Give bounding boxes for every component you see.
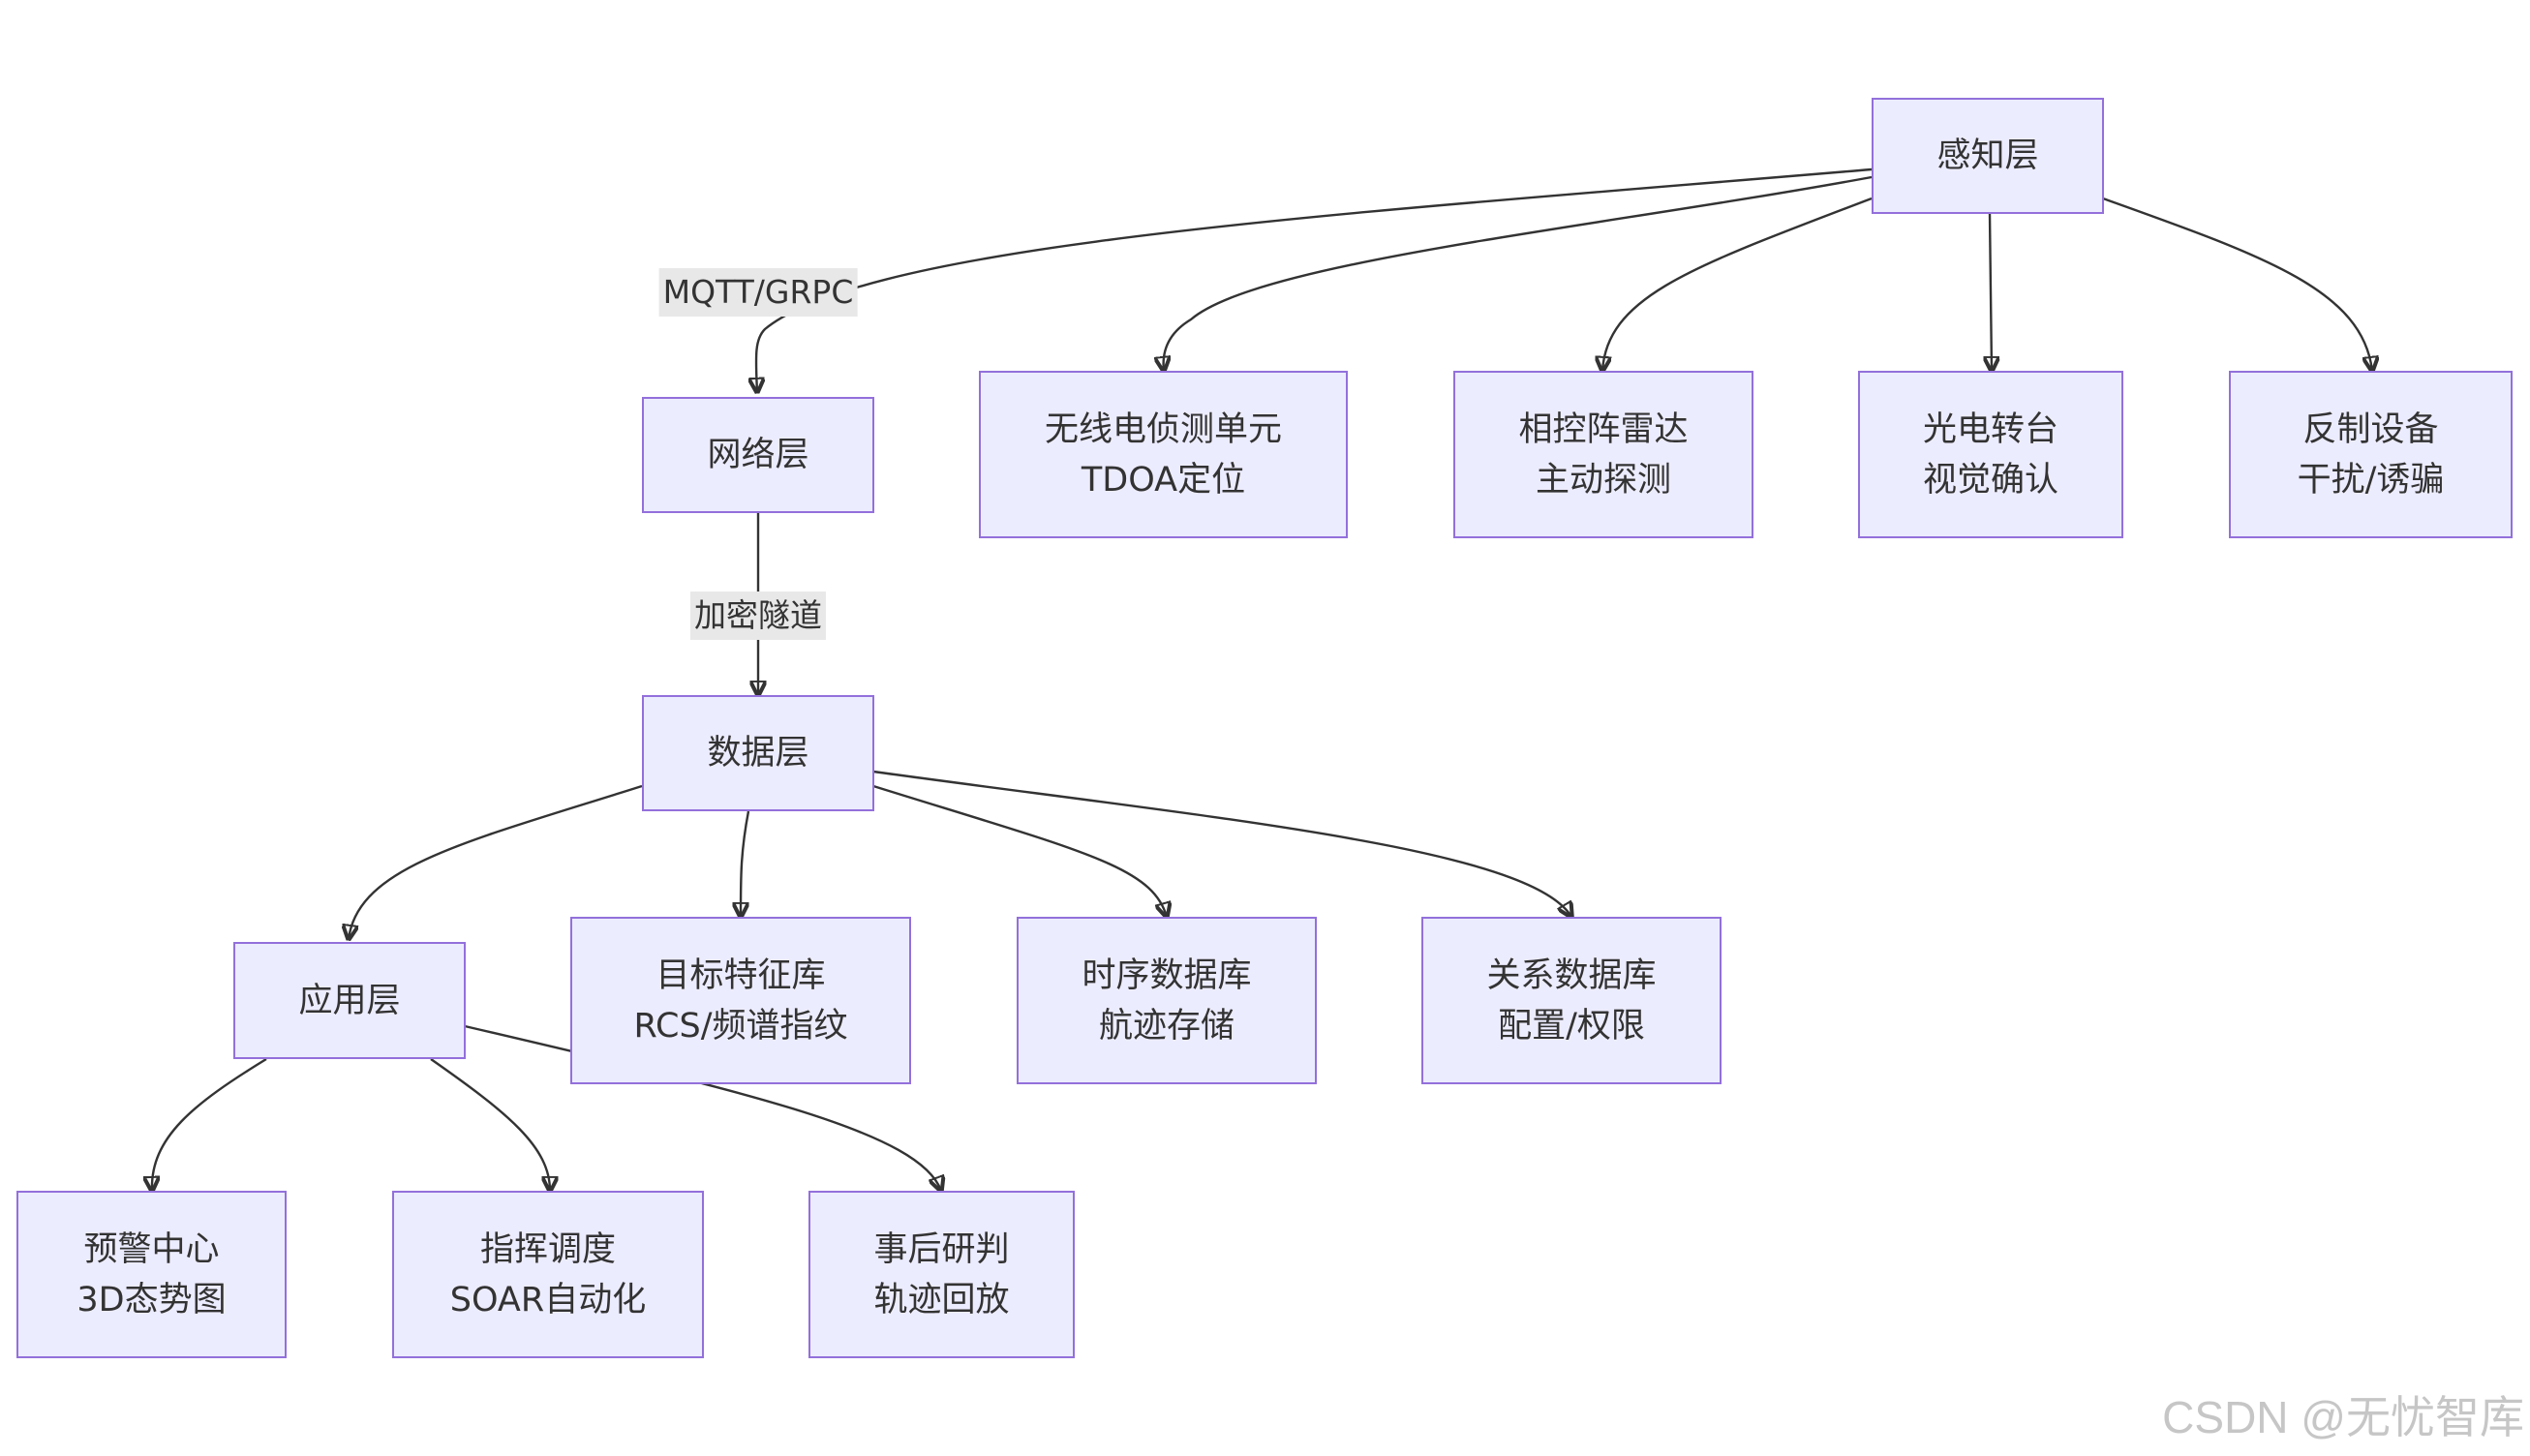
node-label: 无线电侦测单元: [1044, 410, 1282, 449]
node-sublabel: TDOA定位: [1081, 460, 1246, 500]
node-label: 相控阵雷达: [1518, 410, 1689, 449]
node-sublabel: 视觉确认: [1922, 460, 2058, 500]
edge-perception-radio: [1164, 175, 1873, 371]
node-label: 光电转台: [1922, 410, 2058, 449]
node-timeseries-db[interactable]: 时序数据库 航迹存储: [1017, 917, 1317, 1084]
node-sublabel: RCS/频谱指纹: [633, 1006, 848, 1046]
node-sublabel: 航迹存储: [1098, 1006, 1235, 1046]
node-phased-array-radar[interactable]: 相控阵雷达 主动探测: [1453, 371, 1753, 538]
node-label: 感知层: [1936, 136, 2039, 175]
node-label: 反制设备: [2302, 410, 2439, 449]
edge-perception-eo: [1990, 212, 1992, 371]
node-label: 目标特征库: [655, 956, 826, 995]
watermark: CSDN @无忧智库: [2162, 1392, 2524, 1442]
node-sublabel: 主动探测: [1535, 460, 1671, 500]
node-perception-layer[interactable]: 感知层: [1872, 98, 2104, 214]
node-radio-detection-unit[interactable]: 无线电侦测单元 TDOA定位: [979, 371, 1348, 538]
node-label: 应用层: [298, 981, 401, 1020]
node-network-layer[interactable]: 网络层: [642, 397, 874, 513]
edge-app-command: [430, 1058, 550, 1191]
node-label: 指挥调度: [479, 1229, 616, 1269]
node-label: 预警中心: [83, 1229, 220, 1269]
node-warning-center[interactable]: 预警中心 3D态势图: [16, 1191, 287, 1358]
edge-perception-counter: [2102, 197, 2372, 371]
node-sublabel: 3D态势图: [76, 1280, 227, 1320]
node-sublabel: 轨迹回放: [873, 1280, 1010, 1320]
node-data-layer[interactable]: 数据层: [642, 695, 874, 811]
node-countermeasure-device[interactable]: 反制设备 干扰/诱骗: [2229, 371, 2513, 538]
node-sublabel: 干扰/诱骗: [2297, 460, 2445, 500]
node-sublabel: SOAR自动化: [449, 1280, 647, 1320]
edge-app-warning: [152, 1057, 267, 1191]
edge-data-timeseries: [872, 784, 1167, 917]
edge-label-mqtt: MQTT/GRPC: [658, 268, 858, 317]
edge-label-tunnel: 加密隧道: [690, 592, 826, 640]
node-relational-db[interactable]: 关系数据库 配置/权限: [1421, 917, 1722, 1084]
node-label: 网络层: [707, 436, 809, 474]
node-application-layer[interactable]: 应用层: [233, 942, 466, 1059]
node-target-feature-db[interactable]: 目标特征库 RCS/频谱指纹: [570, 917, 911, 1084]
node-sublabel: 配置/权限: [1498, 1006, 1645, 1046]
node-label: 时序数据库: [1082, 956, 1252, 995]
node-electro-optical-turret[interactable]: 光电转台 视觉确认: [1858, 371, 2123, 538]
edge-data-app: [349, 784, 643, 939]
node-label: 数据层: [707, 734, 809, 773]
node-post-analysis[interactable]: 事后研判 轨迹回放: [808, 1191, 1075, 1358]
edge-perception-radar: [1602, 197, 1873, 371]
edge-data-target: [741, 810, 750, 917]
node-label: 关系数据库: [1486, 956, 1657, 995]
edge-perception-network: [756, 167, 1873, 392]
edge-data-relational: [872, 770, 1571, 917]
node-label: 事后研判: [873, 1229, 1010, 1269]
node-command-dispatch[interactable]: 指挥调度 SOAR自动化: [392, 1191, 704, 1358]
